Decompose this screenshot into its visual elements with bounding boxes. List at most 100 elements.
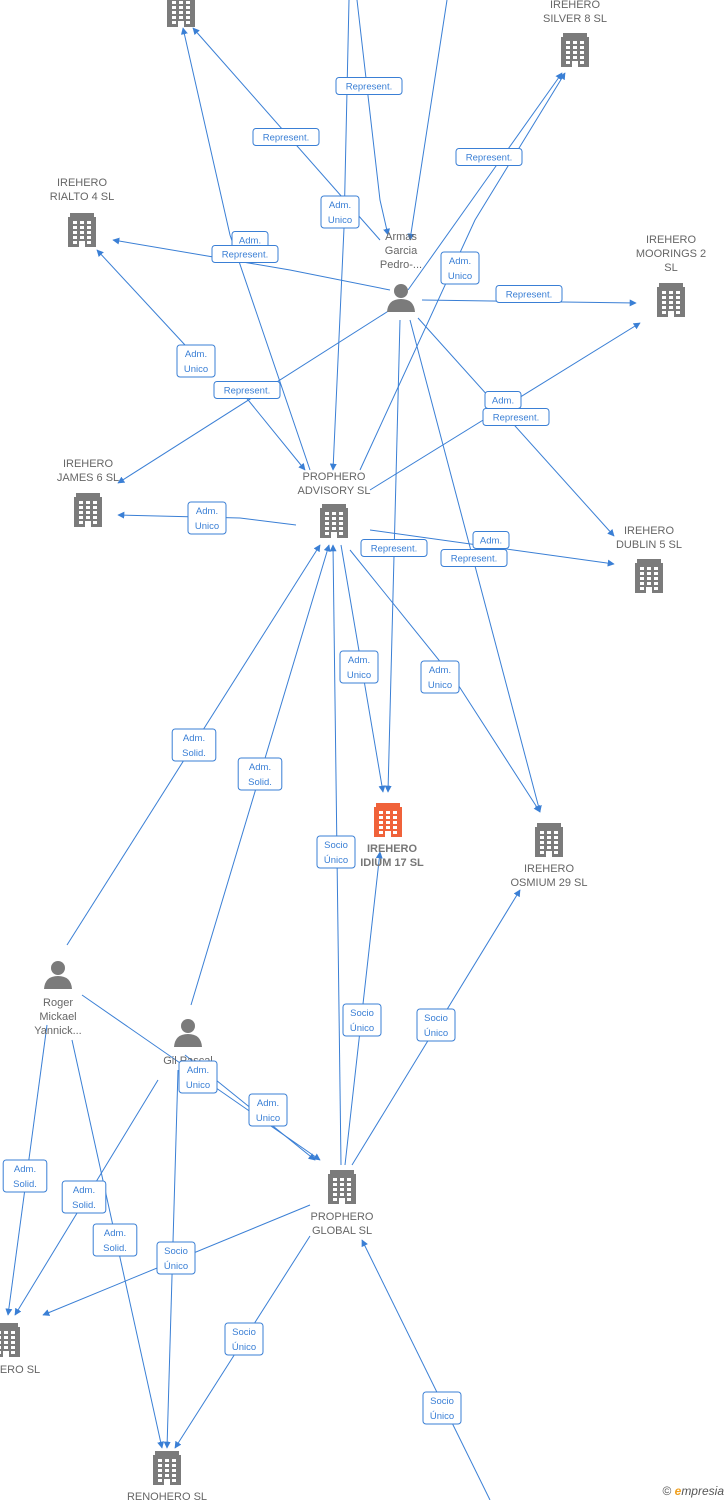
- relation-badge[interactable]: Adm. Unico: [320, 195, 360, 229]
- relation-badge[interactable]: Adm.Unico: [420, 660, 460, 694]
- node-label: Garcia: [385, 245, 418, 257]
- badge-label: Socio: [424, 1013, 448, 1024]
- edge-arrow: [112, 237, 391, 291]
- badge-label: Represent.: [371, 544, 417, 555]
- building-icon: [535, 823, 563, 857]
- relation-badge[interactable]: Adm.Solid.: [92, 1223, 138, 1257]
- relation-badge[interactable]: Represent.: [335, 77, 403, 95]
- badge-label: Solid.: [248, 777, 272, 788]
- badge-label: Adm.: [239, 236, 261, 247]
- badge-label: Adm.: [257, 1098, 279, 1109]
- badge-label: Represent.: [222, 250, 268, 261]
- edge-arrow: [239, 389, 306, 471]
- relation-badge[interactable]: Represent.: [495, 285, 563, 303]
- relation-badge[interactable]: Represent.: [213, 381, 281, 399]
- badge-label: Adm.: [449, 256, 471, 267]
- badge-label: Represent.: [224, 386, 270, 397]
- relation-badge[interactable]: Represent.: [455, 148, 523, 166]
- building-icon: [657, 283, 685, 317]
- relation-badge[interactable]: Represent.: [211, 245, 279, 263]
- badge-label: Único: [164, 1261, 188, 1272]
- relation-badge[interactable]: Represent.: [252, 128, 320, 146]
- badge-label: Adm.: [196, 506, 218, 517]
- edge-arrow: [407, 72, 563, 291]
- badge-label: Adm.: [329, 200, 351, 211]
- badge-label: Unico: [186, 1080, 210, 1091]
- node-armas[interactable]: ArmasGarciaPedro-...: [380, 231, 422, 312]
- badge-label: Represent.: [451, 554, 497, 565]
- building-icon: [561, 33, 589, 67]
- edge-arrow: [329, 0, 350, 471]
- node-label: GLOBAL SL: [312, 1225, 372, 1237]
- badge-label: Adm.: [183, 733, 205, 744]
- footer-brand: © empresia: [662, 1484, 724, 1498]
- node-label: IREHERO: [524, 863, 575, 875]
- badge-label: Adm.: [73, 1185, 95, 1196]
- building-icon: [167, 0, 195, 27]
- relation-badge[interactable]: Adm. Unico: [187, 501, 227, 535]
- badge-label: Represent.: [506, 290, 552, 301]
- node-label: RENOHERO SL: [127, 1491, 207, 1500]
- node-label: RIALTO 4 SL: [50, 191, 114, 203]
- badge-label: Represent.: [263, 133, 309, 144]
- badge-label: Único: [430, 1411, 454, 1422]
- badge-label: Socio: [324, 840, 348, 851]
- relation-badge[interactable]: Adm.: [484, 391, 522, 409]
- node-top-company[interactable]: [167, 0, 195, 27]
- relation-badge[interactable]: Adm. Solid.: [237, 757, 283, 791]
- brand-logo[interactable]: empresia: [674, 1484, 724, 1498]
- edge-arrow: [96, 249, 186, 346]
- relation-badge[interactable]: Adm.Unico: [178, 1060, 218, 1094]
- node-label: MOORINGS 2: [636, 248, 706, 260]
- badge-label: Socio: [164, 1246, 188, 1257]
- relation-badge[interactable]: Adm. Unico: [248, 1093, 288, 1127]
- badge-label: Adm.: [492, 396, 514, 407]
- relation-badge[interactable]: Adm. Solid.: [171, 728, 217, 762]
- node-label: IREHERO: [550, 0, 601, 11]
- relation-badge[interactable]: Adm.Unico: [176, 344, 216, 378]
- badge-label: Solid.: [103, 1243, 127, 1254]
- badge-label: Unico: [328, 215, 352, 226]
- relation-badge[interactable]: Represent.: [482, 408, 550, 426]
- badge-label: Único: [350, 1023, 374, 1034]
- node-label: PROPHERO: [303, 471, 366, 483]
- relation-badge[interactable]: Adm.Unico: [440, 251, 480, 285]
- badge-label: Solid.: [182, 748, 206, 759]
- node-roger[interactable]: RogerMickaelYannick...: [34, 961, 82, 1037]
- node-renohero[interactable]: RENOHERO SL: [127, 1451, 207, 1500]
- badge-label: Unico: [256, 1113, 280, 1124]
- relation-badge[interactable]: Represent.: [440, 549, 508, 567]
- relation-badge[interactable]: Adm.Unico: [339, 650, 379, 684]
- edge-arrow: [180, 27, 311, 471]
- node-label: IREHERO: [367, 843, 418, 855]
- badge-label: Unico: [428, 680, 452, 691]
- relation-badge[interactable]: Adm.Solid.: [2, 1159, 48, 1193]
- relation-badge[interactable]: Adm.: [472, 531, 510, 549]
- badge-label: Represent.: [346, 82, 392, 93]
- badge-label: Unico: [195, 521, 219, 532]
- node-irehero-sl[interactable]: ERO SL: [0, 1323, 40, 1376]
- badge-label: Adm.: [14, 1164, 36, 1175]
- person-icon: [174, 1019, 202, 1047]
- badge-label: Adm.: [249, 762, 271, 773]
- building-icon: [0, 1323, 20, 1357]
- badge-label: Socio: [232, 1327, 256, 1338]
- badge-label: Adm.: [348, 655, 370, 666]
- relation-badge[interactable]: Represent.: [360, 539, 428, 557]
- relation-badge[interactable]: Adm.Solid.: [61, 1180, 107, 1214]
